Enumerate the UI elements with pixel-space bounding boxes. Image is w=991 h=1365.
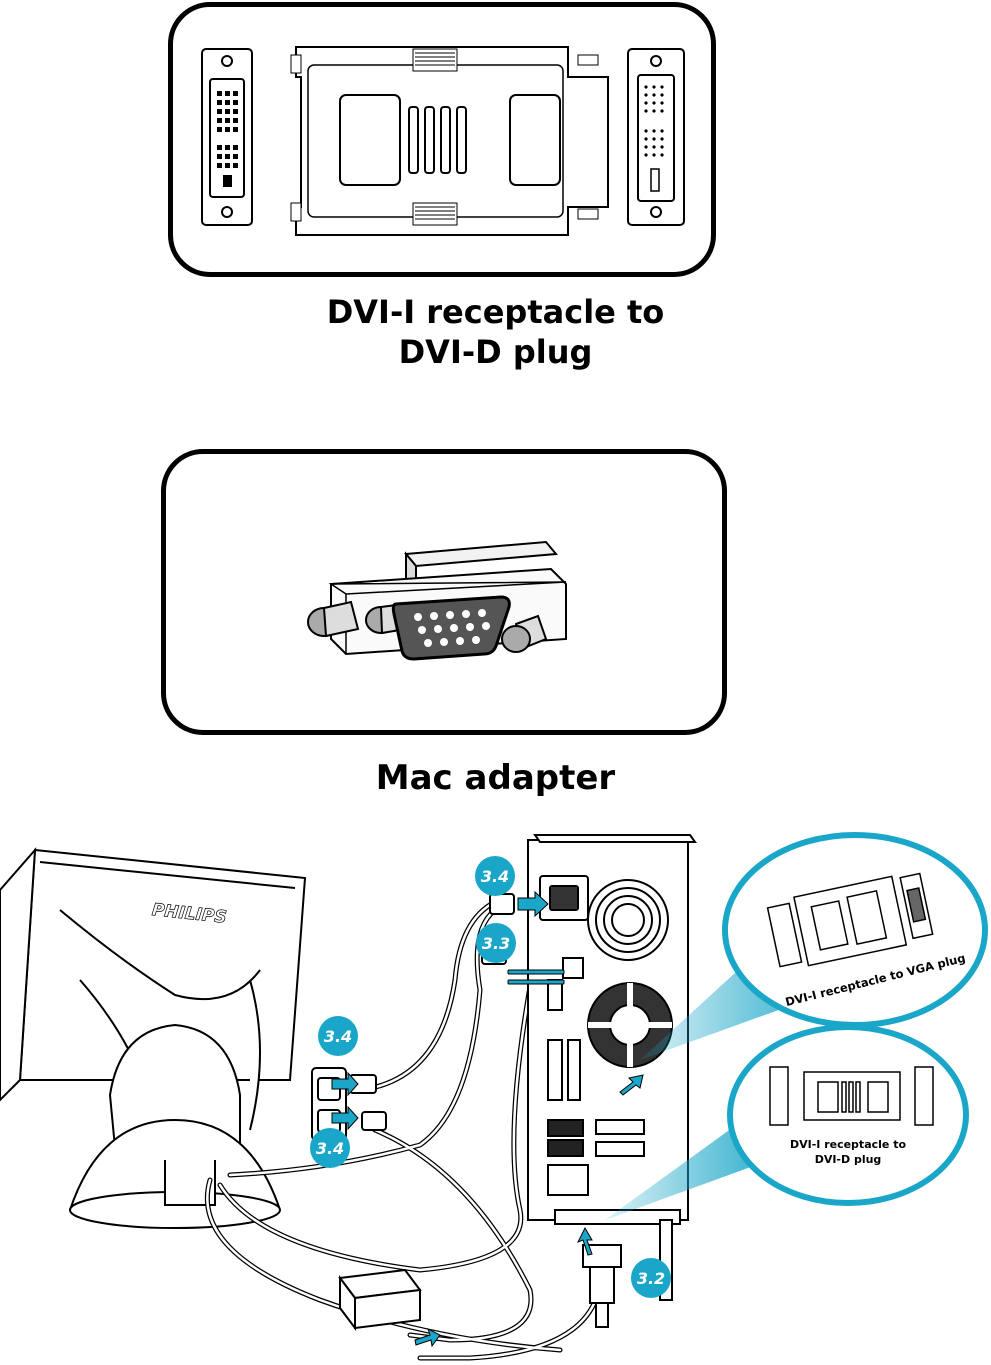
step-badge-3.4-pc-power-label: 3.4 [481,867,509,886]
power-adapter-brick [340,1270,420,1328]
step-badge-3.4-outlet-top-label: 3.4 [324,1027,352,1046]
dvi-callout: DVI-I receptacle to DVI-D plug [730,1027,966,1203]
mac-adapter-illustration [166,454,722,730]
step-badge-3.4-pc-power: 3.4 [475,856,515,896]
dvi-callout-label-line1: DVI-I receptacle to [790,1138,906,1151]
step-badge-3.2: 3.2 [631,1258,671,1298]
mac-adapter-panel [161,449,727,735]
step-badge-3.4-outlet-bottom-label: 3.4 [316,1139,344,1158]
vga-callout: DVI-I receptacle to VGA plug [725,835,985,1025]
step-badge-3.2-label: 3.2 [637,1269,665,1288]
computer-tower [528,835,695,1300]
dvi-adapter-caption: DVI-I receptacle to DVI-D plug [0,292,991,372]
step-badge-3.3-label: 3.3 [482,934,510,953]
setup-diagram: PHILIPS [0,830,991,1365]
dvi-adapter-illustration [173,7,711,272]
step-badge-3.4-outlet-top: 3.4 [318,1016,358,1056]
dvi-adapter-caption-line2: DVI-D plug [0,332,991,372]
mac-adapter-caption: Mac adapter [0,757,991,799]
step-badge-3.3: 3.3 [476,923,516,963]
dvi-adapter-panel [168,2,716,277]
step-badge-3.4-outlet-bottom: 3.4 [310,1128,350,1168]
dvi-callout-label-line2: DVI-D plug [815,1153,882,1166]
dvi-adapter-caption-line1: DVI-I receptacle to [0,292,991,332]
